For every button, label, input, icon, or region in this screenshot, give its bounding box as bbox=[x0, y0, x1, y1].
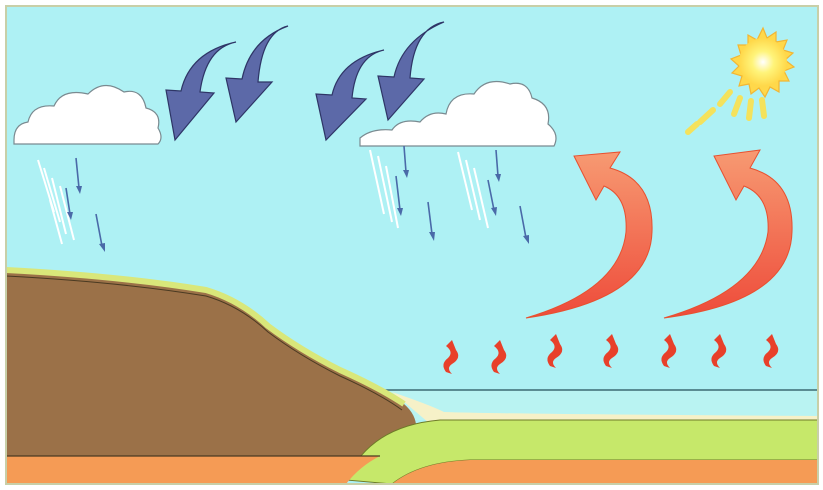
sun-ray bbox=[749, 101, 751, 118]
sun-ray bbox=[762, 100, 764, 116]
soil bbox=[392, 460, 818, 484]
soil bbox=[6, 456, 380, 484]
